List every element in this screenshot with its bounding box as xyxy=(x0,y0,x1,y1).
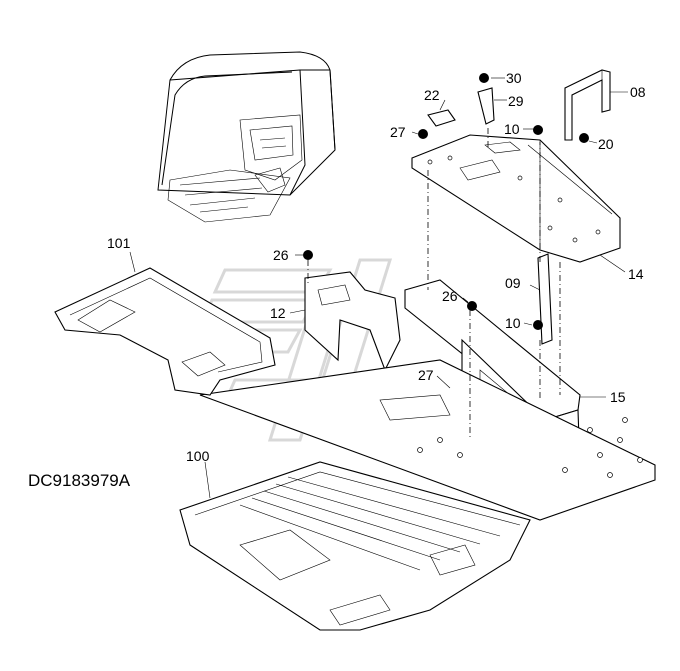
callout-leaders xyxy=(129,77,628,499)
pad-22 xyxy=(427,109,456,127)
upper-floor-plate xyxy=(411,134,621,263)
bracket-08 xyxy=(564,69,611,141)
callout-22: 22 xyxy=(424,87,440,103)
callout-101: 101 xyxy=(107,235,131,251)
callout-26-left: 26 xyxy=(273,247,289,263)
callout-27-top: 27 xyxy=(390,124,406,140)
callout-labels: 30 22 29 08 27 10 20 14 101 26 12 09 26 … xyxy=(107,70,646,464)
bolts xyxy=(303,73,589,330)
cab-overview-illustration xyxy=(157,51,336,223)
callout-15: 15 xyxy=(610,389,626,405)
callout-09: 09 xyxy=(505,275,521,291)
bracket-29 xyxy=(477,87,495,125)
callout-20: 20 xyxy=(598,136,614,152)
floor-tray-100 xyxy=(179,461,531,631)
callout-12: 12 xyxy=(270,305,286,321)
callout-30: 30 xyxy=(506,70,522,86)
bracket-12 xyxy=(304,271,401,372)
callout-29: 29 xyxy=(508,93,524,109)
callout-100: 100 xyxy=(186,448,210,464)
callout-14: 14 xyxy=(628,266,644,282)
callout-10-top: 10 xyxy=(504,121,520,137)
assembly-leader-lines xyxy=(307,128,561,440)
callout-08: 08 xyxy=(630,84,646,100)
callout-10-bottom: 10 xyxy=(505,315,521,331)
floor-base-plate xyxy=(199,359,656,521)
callout-27-bottom: 27 xyxy=(418,367,434,383)
bracket-09 xyxy=(537,253,553,345)
drawing-id-label: DC9183979A xyxy=(28,471,131,490)
floor-mat-101 xyxy=(54,267,276,396)
callout-26-center: 26 xyxy=(442,288,458,304)
